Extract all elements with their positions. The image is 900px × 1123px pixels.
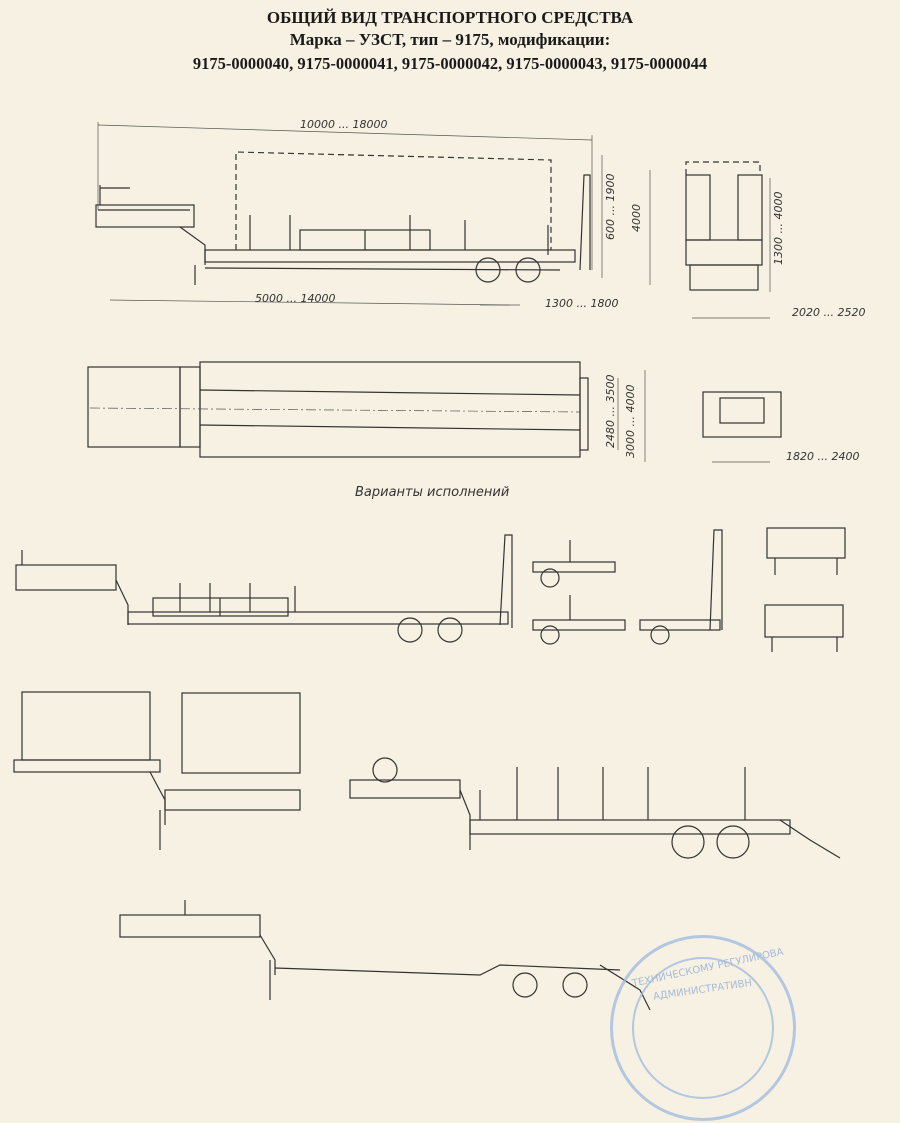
dim-platform-length: 5000 ... 14000	[255, 292, 335, 305]
variant-drawing-winch	[349, 757, 841, 859]
side-view-trailer	[95, 122, 651, 306]
dim-inner-width: 2480 ... 3500	[604, 375, 617, 448]
variant-drawing-1	[15, 534, 513, 643]
variants-caption: Варианты исполнений	[355, 485, 510, 500]
dim-overall-length: 10000 ... 18000	[300, 118, 387, 131]
certification-stamp: ТЕХНИЧЕСКОМУ РЕГУЛИРОВА АДМИНИСТРАТИВН	[610, 935, 796, 1121]
front-view-trailer	[702, 391, 782, 463]
dim-outer-width: 3000 ... 4000	[624, 385, 637, 458]
document-subtitle: Марка – УЗСТ, тип – 9175, модификации:	[289, 30, 611, 49]
stamp-seal-icon: ТЕХНИЧЕСКОМУ РЕГУЛИРОВА АДМИНИСТРАТИВН	[630, 947, 785, 1099]
variant-drawing-small-trailers	[532, 527, 846, 652]
dim-ramp-height: 600 ... 1900	[604, 174, 617, 240]
variant-drawing-gooseneck	[119, 900, 651, 1011]
document-title: ОБЩИЙ ВИД ТРАНСПОРТНОГО СРЕДСТВА	[266, 8, 634, 27]
variant-drawing-tented	[13, 691, 301, 850]
technical-drawing: 10000 ... 18000 5000 ... 14000 1300 ... …	[13, 118, 865, 1011]
dim-axle-spacing: 1300 ... 1800	[545, 297, 618, 310]
modifications-list: 9175-0000040, 9175-0000041, 9175-0000042…	[192, 54, 708, 73]
dim-track-width: 1820 ... 2400	[786, 450, 859, 463]
dim-rear-width: 2020 ... 2520	[792, 306, 865, 319]
top-view-trailer	[87, 361, 646, 462]
dim-overall-height: 4000	[630, 204, 643, 232]
dim-rear-height: 1300 ... 4000	[772, 192, 785, 265]
rear-view-trailer	[685, 161, 771, 319]
